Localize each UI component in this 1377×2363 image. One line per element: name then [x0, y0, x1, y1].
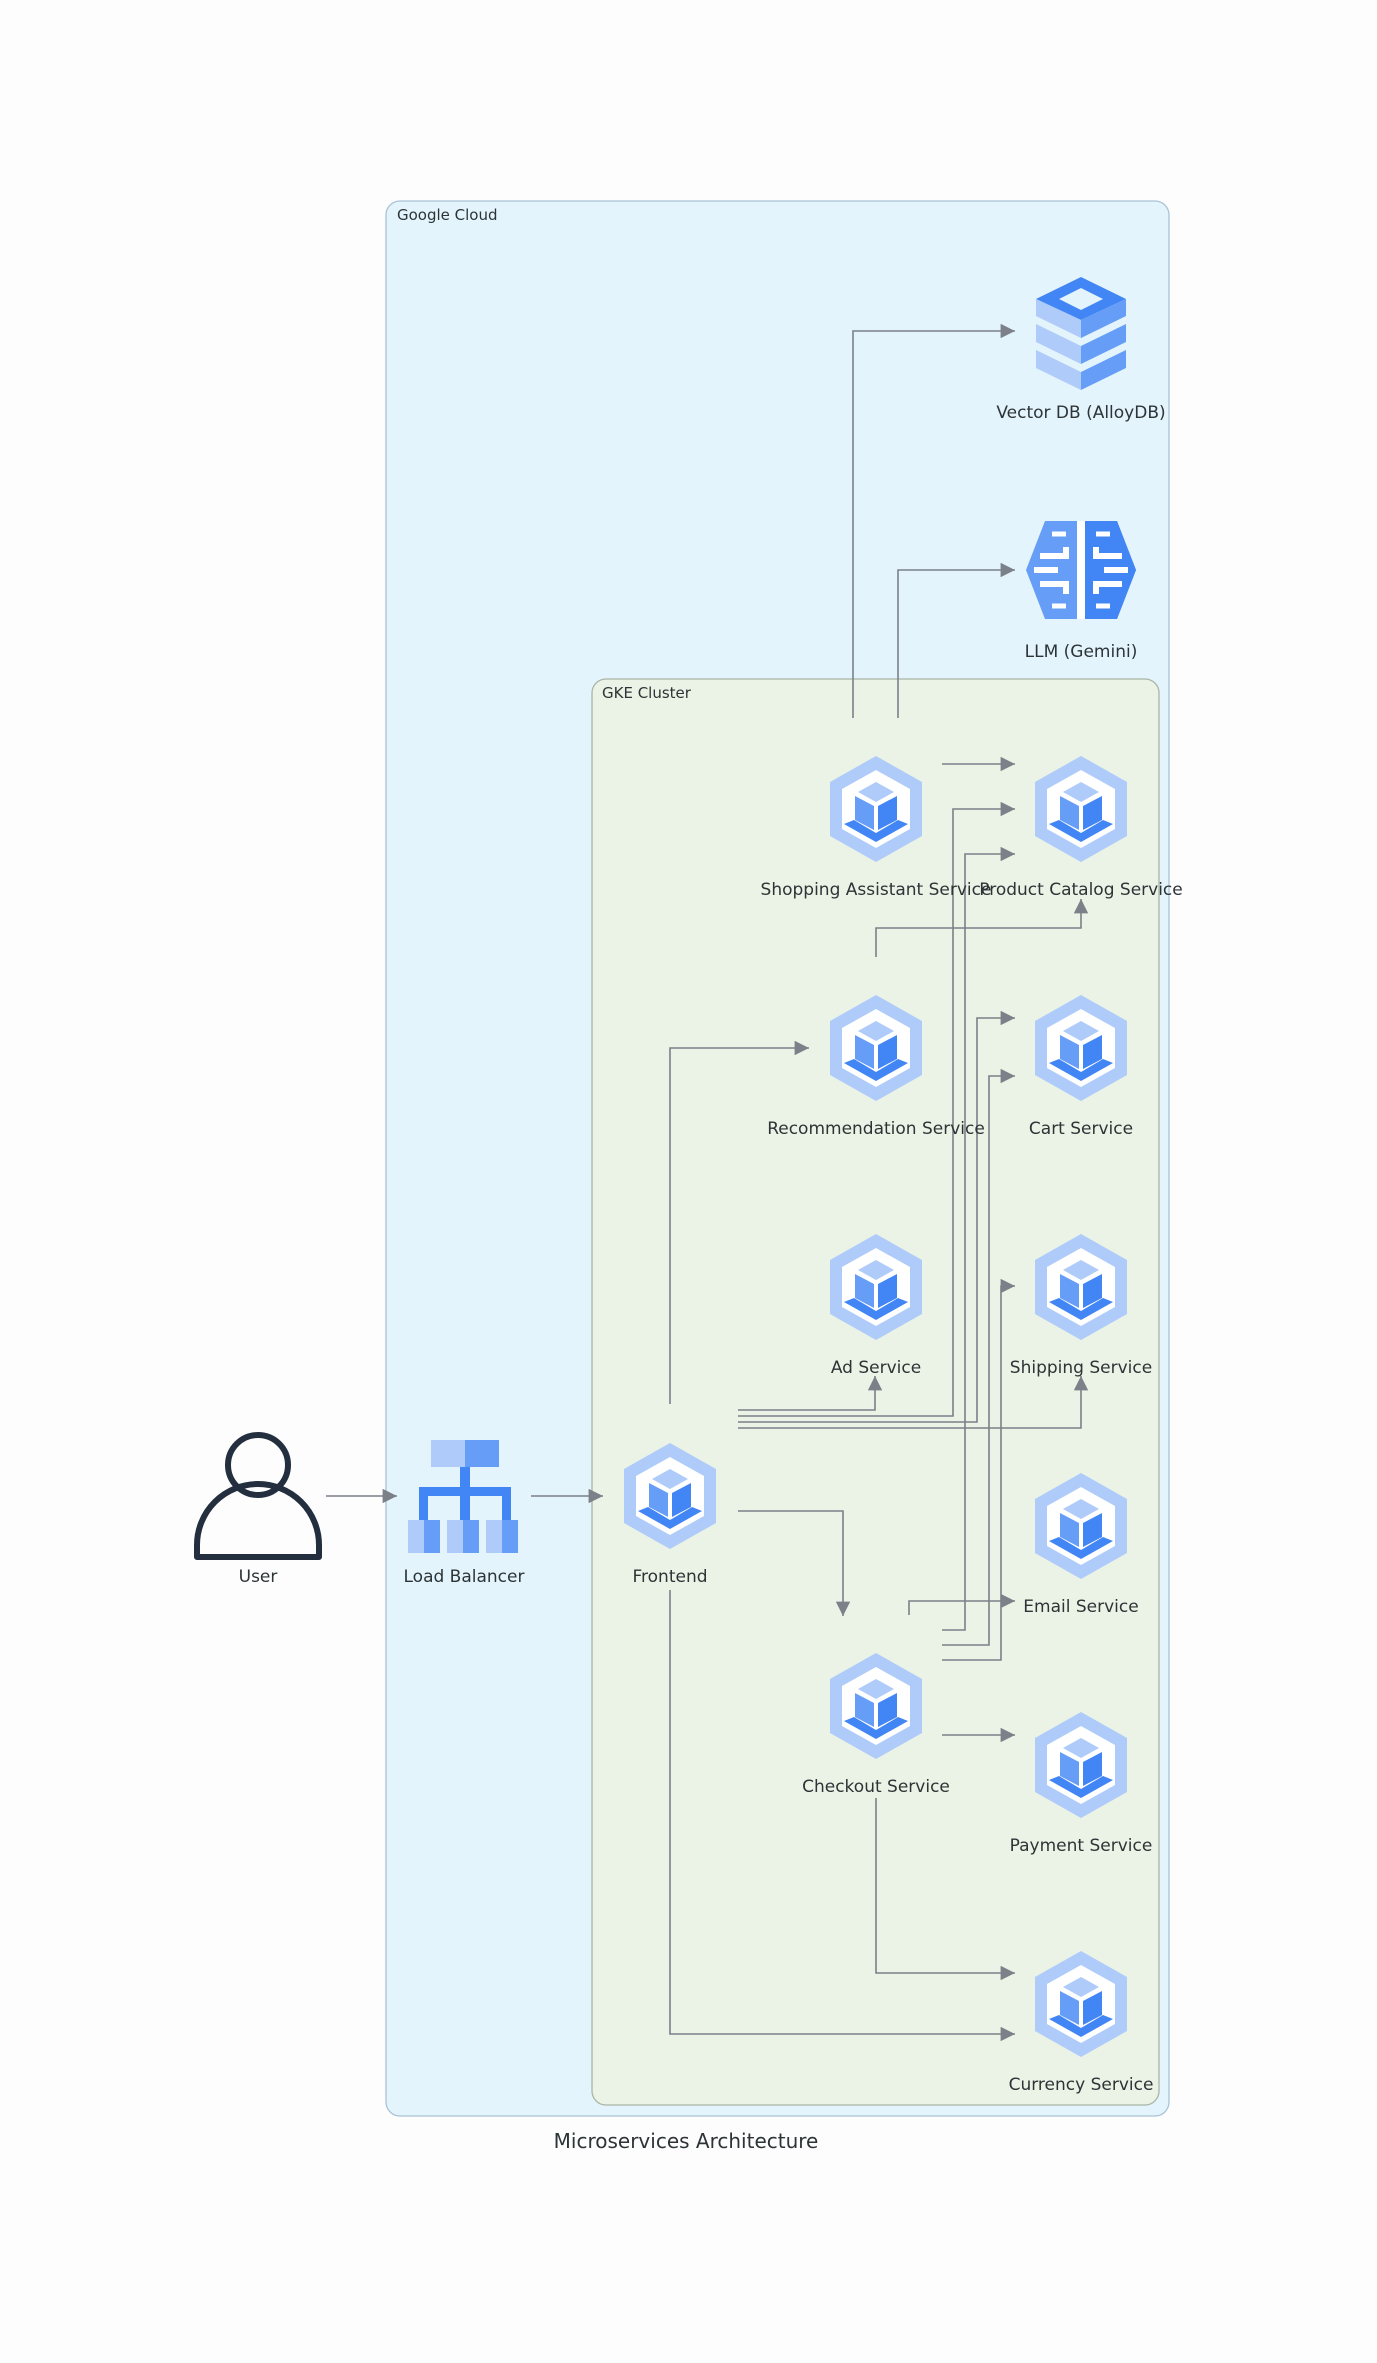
shopping-assistant-label: Shopping Assistant Service	[761, 880, 992, 900]
edge-checkout-to-cart	[942, 1068, 1015, 1646]
diagram-title: Microservices Architecture	[554, 2129, 819, 2153]
user-icon	[194, 1432, 322, 1560]
gke-cluster-label: GKE Cluster	[602, 684, 692, 702]
node-user: User	[194, 1432, 322, 1587]
edge-checkout-to-catalog	[942, 846, 1015, 1631]
edge-shopping-to-vectordb	[852, 323, 1015, 718]
node-frontend: Frontend	[624, 1443, 716, 1587]
llm-label: LLM (Gemini)	[1025, 642, 1138, 662]
edge-checkout-to-email	[908, 1593, 1015, 1615]
currency-label: Currency Service	[1009, 2075, 1154, 2095]
node-cart: Cart Service	[1029, 995, 1133, 1139]
edge-checkout-to-currency	[875, 1798, 1015, 1981]
node-email: Email Service	[1023, 1473, 1139, 1617]
edge-frontend-to-cart	[738, 1010, 1015, 1423]
edge-frontend-to-recommend	[669, 1040, 809, 1404]
node-currency: Currency Service	[1009, 1951, 1154, 2095]
cart-label: Cart Service	[1029, 1119, 1133, 1139]
node-recommendation: Recommendation Service	[767, 995, 985, 1139]
edge-frontend-to-checkout	[738, 1510, 851, 1616]
node-vector-db: Vector DB (AlloyDB)	[996, 277, 1166, 423]
node-checkout: Checkout Service	[802, 1653, 950, 1797]
ad-label: Ad Service	[831, 1358, 921, 1378]
edge-frontend-to-currency	[669, 1590, 1015, 2042]
node-ad: Ad Service	[830, 1234, 922, 1378]
node-load-balancer: Load Balancer	[404, 1440, 525, 1587]
node-shopping-assistant: Shopping Assistant Service	[761, 756, 992, 900]
node-shipping: Shipping Service	[1010, 1234, 1152, 1378]
user-label: User	[239, 1567, 278, 1587]
edge-frontend-to-ad	[738, 1376, 883, 1411]
vector-db-label: Vector DB (AlloyDB)	[996, 403, 1165, 423]
edge-shopping-to-llm	[897, 562, 1015, 718]
edge-frontend-to-shipping	[738, 1376, 1089, 1429]
edge-frontend-to-catalog	[738, 801, 1015, 1417]
email-label: Email Service	[1023, 1597, 1138, 1617]
shipping-label: Shipping Service	[1010, 1358, 1152, 1378]
gemini-brain-icon	[1026, 521, 1136, 619]
product-catalog-label: Product Catalog Service	[979, 880, 1182, 900]
edge-recommend-to-catalog	[875, 899, 1089, 957]
node-llm: LLM (Gemini)	[1025, 521, 1138, 662]
alloydb-icon	[1036, 277, 1126, 390]
node-payment: Payment Service	[1010, 1712, 1153, 1856]
checkout-label: Checkout Service	[802, 1777, 950, 1797]
edges	[326, 323, 1089, 2042]
node-product-catalog: Product Catalog Service	[979, 756, 1183, 900]
load-balancer-icon	[408, 1440, 518, 1553]
recommendation-label: Recommendation Service	[767, 1119, 985, 1139]
load-balancer-label: Load Balancer	[404, 1567, 525, 1587]
google-cloud-cluster-label: Google Cloud	[397, 206, 498, 224]
edge-checkout-to-shipping	[942, 1278, 1015, 1661]
frontend-label: Frontend	[632, 1567, 707, 1587]
payment-label: Payment Service	[1010, 1836, 1153, 1856]
